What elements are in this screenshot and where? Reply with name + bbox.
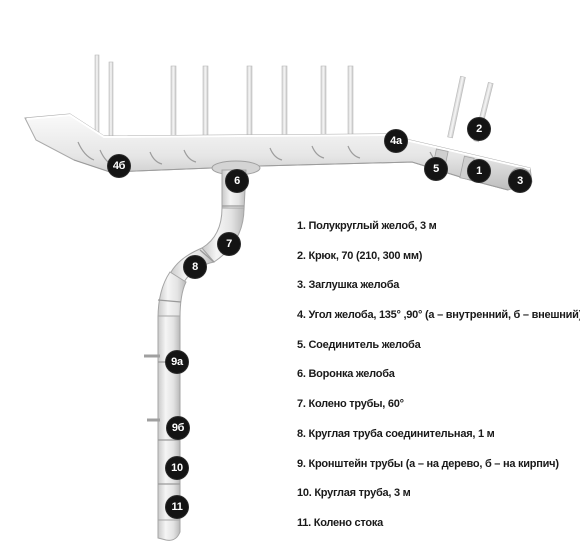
legend-item: 2. Крюк, 70 (210, 300 мм): [297, 249, 423, 262]
legend-item: 5. Соединитель желоба: [297, 338, 421, 351]
gutter-trough: [24, 113, 533, 191]
legend-item: 4. Угол желоба, 135° ,90° (а – внутренни…: [297, 309, 580, 322]
badge-3: 3: [509, 170, 531, 192]
legend-item: 10. Круглая труба, 3 м: [297, 487, 411, 500]
badge-4a: 4а: [385, 130, 407, 152]
downpipe: [144, 169, 247, 541]
legend-item: 7. Колено трубы, 60°: [297, 398, 404, 411]
legend-item: 8. Круглая труба соединительная, 1 м: [297, 427, 495, 440]
badge-1: 1: [468, 160, 490, 182]
badge-11: 11: [166, 496, 188, 518]
parts-legend: 1. Полукруглый желоб, 3 м 2. Крюк, 70 (2…: [297, 220, 580, 547]
legend-item: 3. Заглушка желоба: [297, 279, 400, 292]
badge-10: 10: [166, 457, 188, 479]
badge-2: 2: [468, 118, 490, 140]
badge-4b: 4б: [108, 155, 130, 177]
badge-9a: 9а: [166, 351, 188, 373]
legend-item: 11. Колено стока: [297, 516, 383, 529]
badge-9b: 9б: [167, 417, 189, 439]
badge-6: 6: [226, 170, 248, 192]
badge-7: 7: [218, 233, 240, 255]
badge-8: 8: [184, 256, 206, 278]
gutter-hooks: [94, 54, 494, 143]
legend-item: 6. Воронка желоба: [297, 368, 395, 381]
legend-item: 1. Полукруглый желоб, 3 м: [297, 220, 437, 232]
legend-item: 9. Кронштейн трубы (а – на дерево, б – н…: [297, 457, 559, 470]
badge-5: 5: [425, 158, 447, 180]
